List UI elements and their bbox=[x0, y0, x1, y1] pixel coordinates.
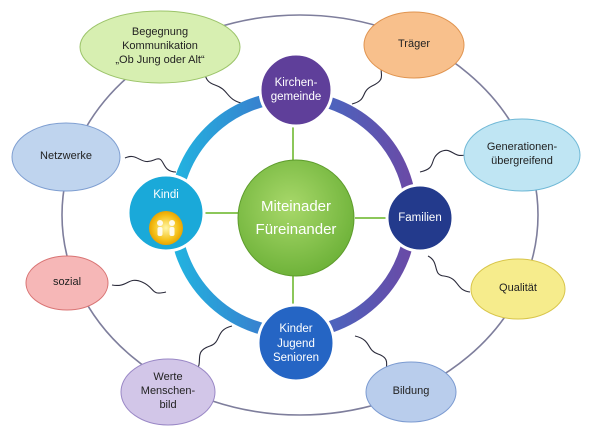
label-werte: Werte Menschen- bild bbox=[128, 368, 208, 416]
label-netzwerke: Netzwerke bbox=[21, 148, 111, 166]
label-kindi: Kindi bbox=[136, 186, 196, 204]
kindi-logo-icon bbox=[149, 211, 183, 245]
sozial-line-1: sozial bbox=[52, 276, 82, 289]
begegnung-line-3: „Ob Jung oder Alt“ bbox=[115, 53, 205, 66]
werte-line-2: Menschen- bbox=[140, 385, 196, 398]
connector-qualitaet bbox=[427, 255, 471, 293]
kinder-line-3: Senioren bbox=[272, 352, 320, 365]
label-kirchengemeinde: Kirchen- gemeinde bbox=[256, 70, 336, 110]
connector-generationen bbox=[419, 149, 466, 173]
bubble-werte bbox=[120, 358, 216, 426]
label-kinder: Kinder Jugend Senioren bbox=[256, 318, 336, 370]
generationen-line-2: übergreifend bbox=[491, 155, 553, 167]
node-familien bbox=[385, 183, 455, 253]
familien-line-1: Familien bbox=[398, 211, 442, 224]
label-traeger: Träger bbox=[374, 36, 454, 54]
werte-line-1: Werte bbox=[153, 371, 183, 384]
label-qualitaet: Qualität bbox=[478, 280, 558, 298]
center-line-2: Füreinander bbox=[255, 221, 337, 238]
connector-netzwerke bbox=[124, 156, 177, 173]
label-sozial: sozial bbox=[32, 274, 102, 292]
bildung-line-1: Bildung bbox=[392, 385, 430, 398]
bubble-bildung bbox=[365, 361, 457, 423]
outer-ring bbox=[61, 14, 539, 416]
bubble-generationen bbox=[463, 118, 581, 192]
node-kinder bbox=[256, 303, 336, 383]
center-circle bbox=[237, 159, 355, 277]
traeger-line-1: Träger bbox=[398, 38, 430, 51]
kindi-figures-icon bbox=[157, 220, 175, 236]
werte-line-3: bild bbox=[159, 398, 177, 411]
bubble-qualitaet bbox=[470, 258, 566, 320]
node-kirchengemeinde bbox=[258, 52, 334, 128]
netzwerke-line-1: Netzwerke bbox=[40, 150, 92, 163]
connector-werte bbox=[194, 325, 233, 373]
bubble-netzwerke bbox=[11, 122, 121, 192]
kinder-line-1: Kinder bbox=[279, 323, 313, 336]
begegnung-line-2: Kommunikation bbox=[122, 40, 198, 53]
kinder-line-2: Jugend bbox=[277, 337, 315, 350]
bubble-begegnung bbox=[79, 10, 241, 84]
center-line-1: Miteinader bbox=[260, 197, 332, 215]
label-familien: Familien bbox=[385, 208, 455, 228]
bubble-traeger bbox=[363, 11, 465, 79]
connector-sozial bbox=[111, 279, 167, 294]
begegnung-line-1: Begegnung bbox=[131, 26, 189, 39]
center-label: Miteinader Füreinander bbox=[246, 188, 346, 248]
kirchengemeinde-line-1: Kirchen- bbox=[274, 76, 318, 89]
qualitaet-line-1: Qualität bbox=[499, 282, 537, 295]
generationen-line-1: Generationen- bbox=[486, 141, 558, 154]
label-generationen: Generationen- übergreifend bbox=[472, 137, 572, 173]
label-begegnung: Begegnung Kommunikation „Ob Jung oder Al… bbox=[85, 21, 235, 73]
label-bildung: Bildung bbox=[371, 383, 451, 401]
bubble-sozial bbox=[25, 255, 109, 311]
kirchengemeinde-line-2: gemeinde bbox=[270, 91, 322, 103]
kindi-line-1: Kindi bbox=[153, 188, 179, 201]
